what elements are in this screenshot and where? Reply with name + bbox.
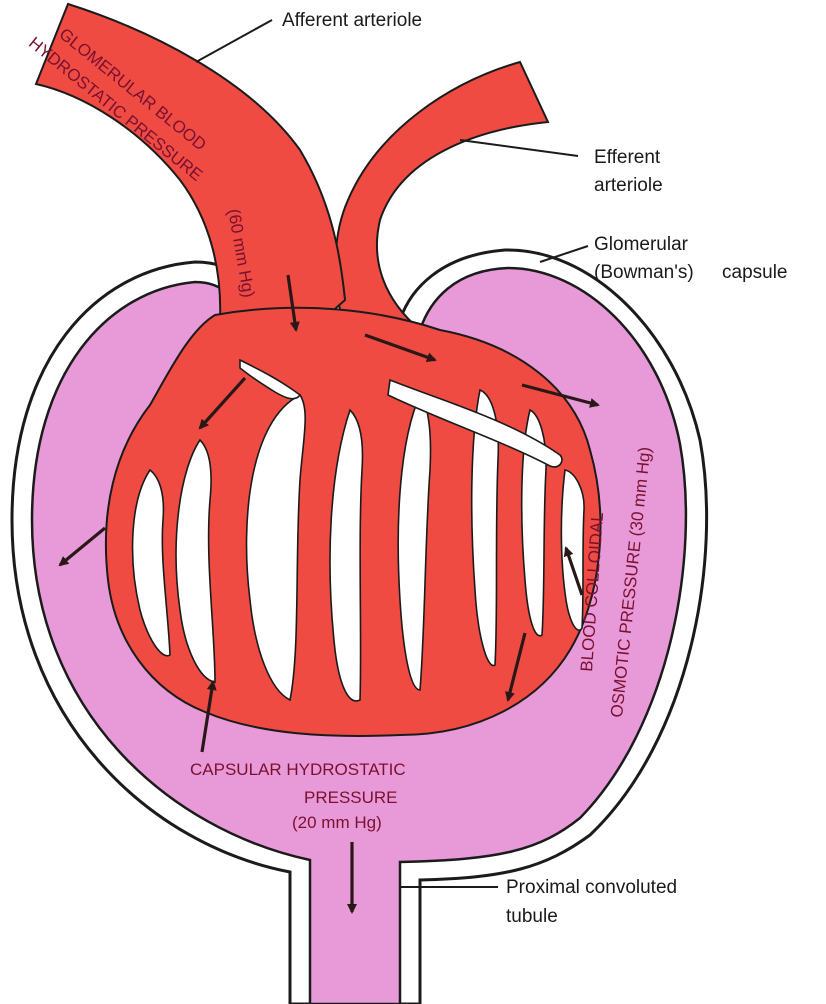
capsular-pressure-line2: PRESSURE: [304, 788, 398, 807]
capsular-pressure-line1: CAPSULAR HYDROSTATIC: [190, 760, 406, 779]
label-capsule-line2: (Bowman's): [594, 262, 694, 283]
label-efferent-line1: Efferent: [594, 147, 661, 168]
capsular-pressure-line3: (20 mm Hg): [292, 813, 382, 832]
label-efferent-line2: arteriole: [594, 175, 663, 196]
label-afferent-arteriole: Afferent arteriole: [282, 10, 422, 31]
label-tubule-line1: Proximal convoluted: [506, 877, 677, 898]
label-capsule-line3: capsule: [722, 262, 788, 283]
label-capsule-line1: Glomerular: [594, 234, 689, 255]
label-tubule-line2: tubule: [506, 906, 558, 927]
